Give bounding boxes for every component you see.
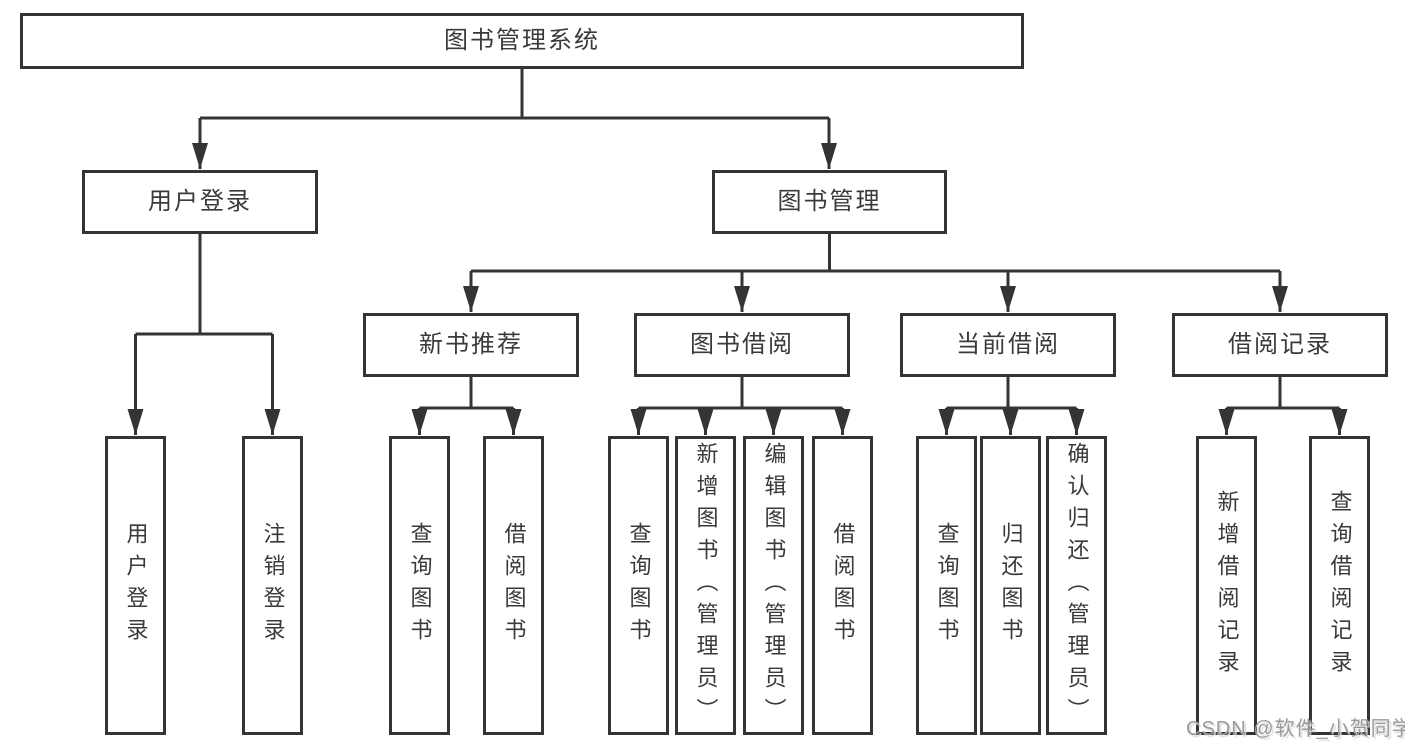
node-borrowing-records-label: 借阅记录 xyxy=(1228,331,1332,358)
leaf-add-book-admin-label: 新增图书（管理员） xyxy=(693,441,719,730)
node-user-login: 用户登录 xyxy=(82,170,318,234)
leaf-confirm-return-admin: 确认归还（管理员） xyxy=(1046,436,1107,735)
leaf-query-books-recommend-label: 查询图书 xyxy=(407,521,433,650)
leaf-borrow-books-recommend-label: 借阅图书 xyxy=(501,521,527,650)
node-book-management-label: 图书管理 xyxy=(777,188,882,215)
leaf-logout-label: 注销登录 xyxy=(260,521,286,650)
leaf-add-book-admin: 新增图书（管理员） xyxy=(675,436,736,735)
leaf-borrow-books-borrowing-label: 借阅图书 xyxy=(830,521,856,650)
leaf-query-books-current-label: 查询图书 xyxy=(934,521,960,650)
connector-book-management xyxy=(463,234,1288,312)
node-current-borrowing-label: 当前借阅 xyxy=(956,331,1060,358)
connector-root xyxy=(192,69,837,169)
leaf-query-books-current: 查询图书 xyxy=(916,436,977,735)
leaf-edit-book-admin: 编辑图书（管理员） xyxy=(743,436,804,735)
watermark: CSDN @软件_小贺同学 xyxy=(1186,718,1405,740)
connector-user-login xyxy=(127,234,281,435)
node-new-book-recommend: 新书推荐 xyxy=(363,313,579,377)
connector-current-borrowing xyxy=(938,377,1085,435)
node-user-login-label: 用户登录 xyxy=(148,188,252,215)
node-new-book-recommend-label: 新书推荐 xyxy=(419,331,523,358)
node-book-borrowing: 图书借阅 xyxy=(634,313,850,377)
leaf-query-books-recommend: 查询图书 xyxy=(389,436,450,735)
leaf-user-login-label: 用户登录 xyxy=(123,521,149,650)
leaf-query-books-borrowing-label: 查询图书 xyxy=(626,521,652,650)
leaf-edit-book-admin-label: 编辑图书（管理员） xyxy=(761,441,787,730)
leaf-return-book: 归还图书 xyxy=(980,436,1041,735)
leaf-confirm-return-admin-label: 确认归还（管理员） xyxy=(1064,441,1090,730)
node-borrowing-records: 借阅记录 xyxy=(1172,313,1388,377)
node-current-borrowing: 当前借阅 xyxy=(900,313,1116,377)
node-book-borrowing-label: 图书借阅 xyxy=(690,331,794,358)
connector-book-borrowing xyxy=(630,377,851,435)
node-root-label: 图书管理系统 xyxy=(444,27,600,54)
leaf-query-books-borrowing: 查询图书 xyxy=(608,436,669,735)
leaf-borrow-books-recommend: 借阅图书 xyxy=(483,436,544,735)
leaf-query-borrow-record-label: 查询借阅记录 xyxy=(1327,489,1353,682)
node-root: 图书管理系统 xyxy=(20,13,1024,69)
leaf-logout: 注销登录 xyxy=(242,436,303,735)
leaf-user-login: 用户登录 xyxy=(105,436,166,735)
leaf-add-borrow-record: 新增借阅记录 xyxy=(1196,436,1257,735)
leaf-borrow-books-borrowing: 借阅图书 xyxy=(812,436,873,735)
leaf-return-book-label: 归还图书 xyxy=(998,521,1024,650)
node-book-management: 图书管理 xyxy=(712,170,947,234)
leaf-add-borrow-record-label: 新增借阅记录 xyxy=(1214,489,1240,682)
connector-borrowing-records xyxy=(1218,377,1348,435)
connector-new-book-recommend xyxy=(411,377,522,435)
leaf-query-borrow-record: 查询借阅记录 xyxy=(1309,436,1370,735)
